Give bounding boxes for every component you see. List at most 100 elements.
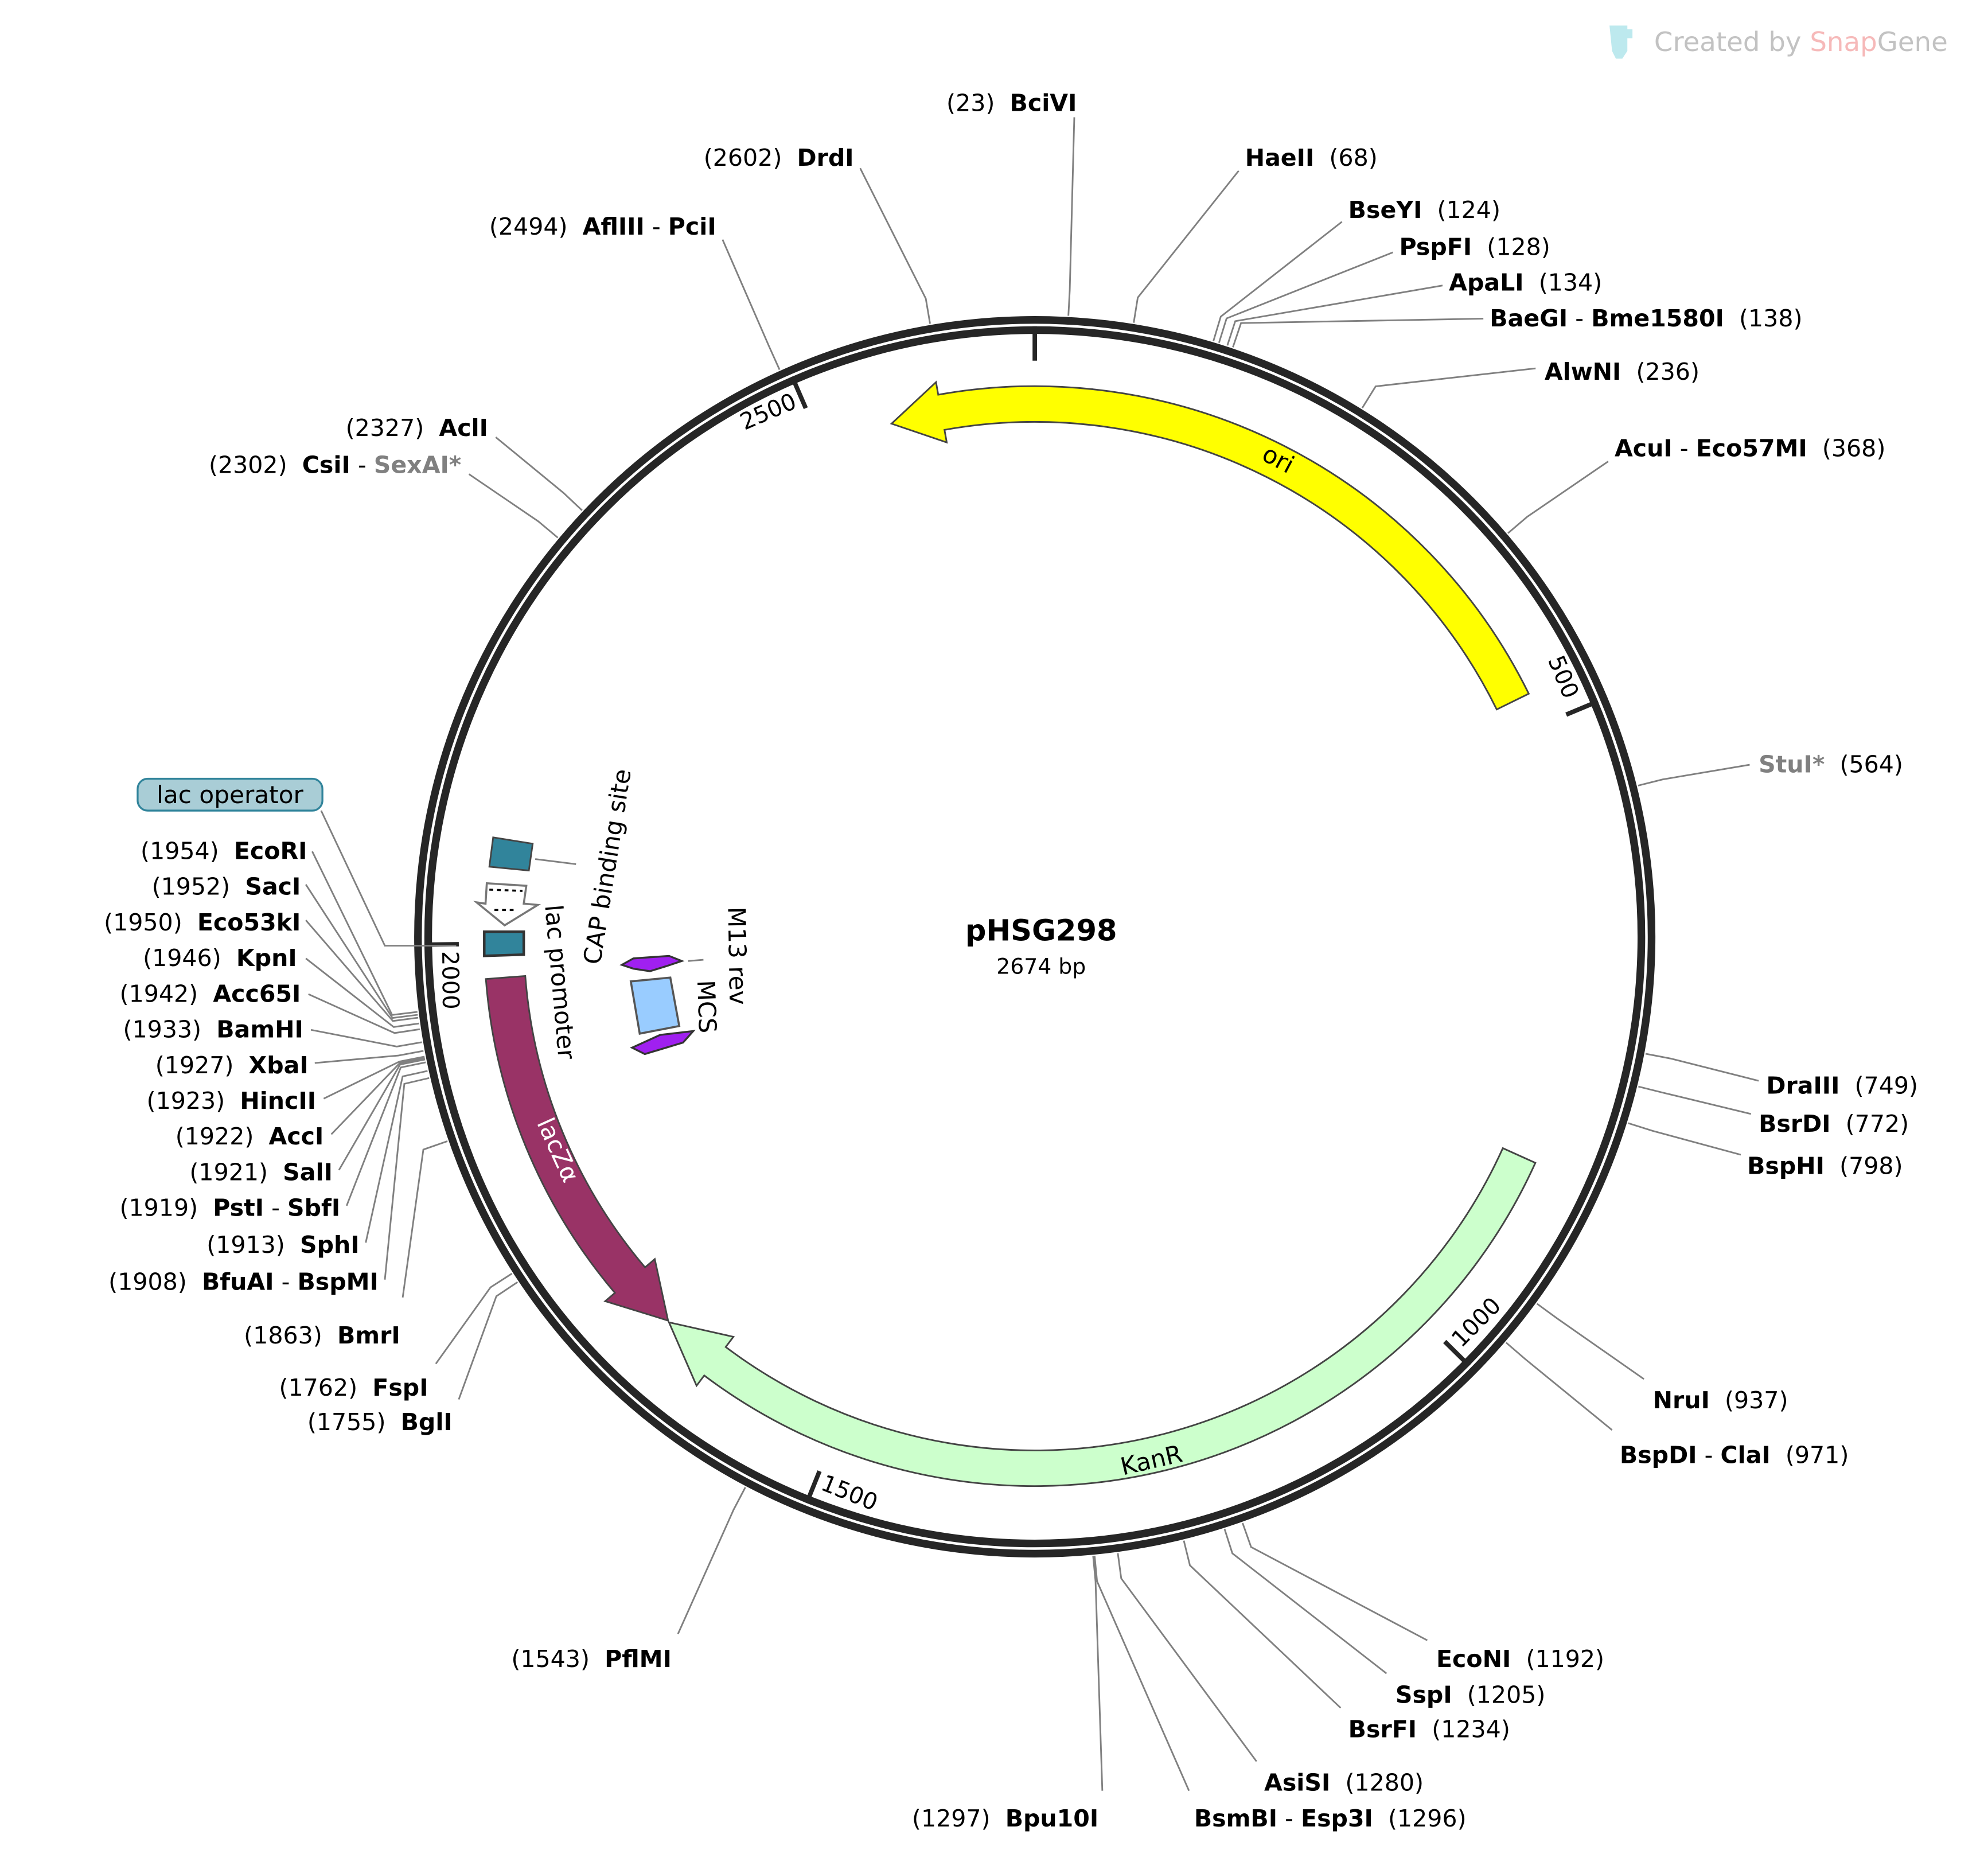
restriction-site-label[interactable]: (1933) BamHI (123, 1016, 303, 1043)
restriction-site-label[interactable]: AsiSI (1280) (1264, 1769, 1424, 1797)
name-separator: - (1673, 434, 1696, 462)
restriction-site-label[interactable]: (1950) Eco53kI (104, 909, 301, 936)
restriction-site-label[interactable]: BspDI - ClaI (971) (1620, 1442, 1849, 1469)
enzyme-name: AsiSI (1264, 1769, 1330, 1797)
restriction-site-label[interactable]: BaeGI - Bme1580I (138) (1490, 305, 1802, 332)
restriction-site-label[interactable]: BsrFI (1234) (1348, 1715, 1510, 1743)
site-leader-line (1505, 1342, 1613, 1431)
enzyme-name: BmrI (337, 1322, 400, 1349)
enzyme-name: Eco53kI (197, 909, 301, 936)
enzyme-name: AlwNI (1545, 358, 1621, 385)
site-leader-line (1232, 318, 1484, 348)
feature-cap-binding-site[interactable] (488, 836, 576, 872)
cut-position: (236) (1621, 358, 1699, 385)
restriction-site-label[interactable]: (1762) FspI (279, 1374, 428, 1401)
lac-promoter-label: lac promoter (539, 903, 580, 1061)
restriction-site-label[interactable]: StuI* (564) (1759, 750, 1903, 778)
site-leader-line (1536, 1303, 1644, 1380)
cut-position: (1952) (152, 873, 245, 901)
site-leader-line (305, 920, 419, 1022)
restriction-site-label[interactable]: BsrDI (772) (1759, 1110, 1909, 1138)
restriction-site-label[interactable]: BseYI (124) (1348, 196, 1500, 224)
restriction-site-label[interactable]: (1863) BmrI (244, 1322, 400, 1349)
cut-position: (2302) (209, 451, 302, 478)
restriction-site-label[interactable]: (2494) AflIII - PciI (489, 213, 716, 240)
restriction-site-label[interactable]: (2327) AclI (346, 414, 488, 442)
restriction-site-label[interactable]: (1954) EcoRI (141, 838, 307, 865)
enzyme-name: PflMI (605, 1645, 672, 1673)
restriction-site-label[interactable]: (2302) CsiI - SexAI* (209, 451, 461, 478)
restriction-site-label[interactable]: (1908) BfuAI - BspMI (108, 1268, 379, 1295)
cut-position: (1954) (141, 838, 234, 865)
watermark-prefix: Created by (1654, 27, 1810, 58)
name-separator: - (264, 1194, 287, 1222)
restriction-site-label[interactable]: DraIII (749) (1766, 1072, 1918, 1099)
restriction-site-label[interactable]: (23) BciVI (946, 89, 1077, 116)
m13-rev-primer-arrow[interactable] (619, 955, 685, 972)
enzyme-name: SspI (1396, 1681, 1452, 1708)
mcs-label: MCS (692, 980, 722, 1034)
enzyme-name: SalI (283, 1158, 333, 1186)
enzyme-name: BsrDI (1759, 1110, 1830, 1138)
cut-position: (1296) (1373, 1805, 1467, 1832)
cap-binding-site-box[interactable] (488, 836, 534, 872)
cut-position: (798) (1825, 1152, 1903, 1179)
enzyme-name: SbfI (287, 1194, 340, 1222)
ruler-tick (1443, 1339, 1471, 1368)
restriction-site-label[interactable]: (1952) SacI (152, 873, 301, 901)
enzyme-name: EcoRI (234, 838, 307, 865)
cut-position: (1942) (120, 980, 213, 1007)
kanr-feature-arrow[interactable] (667, 1147, 1537, 1487)
restriction-site-label[interactable]: AlwNI (236) (1545, 358, 1699, 385)
lac-operator-label-badge[interactable]: lac operator (137, 777, 457, 947)
site-leader-line (468, 473, 559, 539)
cut-position: (772) (1831, 1110, 1909, 1138)
enzyme-name: BspMI (297, 1268, 378, 1295)
cut-position: (1280) (1330, 1769, 1424, 1797)
restriction-site-label[interactable]: BsmBI - Esp3I (1296) (1194, 1805, 1467, 1832)
mcs-box[interactable] (629, 976, 681, 1035)
lac-promoter-arrow[interactable] (473, 882, 541, 927)
m13-rev-label: M13 rev (722, 906, 752, 1005)
restriction-site-label[interactable]: (1755) BglI (307, 1408, 453, 1436)
restriction-site-label[interactable]: EcoNI (1192) (1436, 1645, 1604, 1673)
restriction-site-label[interactable]: (1543) PflMI (511, 1645, 672, 1673)
site-leader-line (1361, 367, 1536, 409)
restriction-site-label[interactable]: BspHI (798) (1747, 1152, 1903, 1179)
enzyme-name: EcoNI (1436, 1645, 1511, 1673)
restriction-site-label[interactable]: AcuI - Eco57MI (368) (1615, 434, 1885, 462)
restriction-site-label[interactable]: (1927) XbaI (155, 1051, 309, 1079)
cut-position: (1762) (279, 1374, 372, 1401)
site-leader-line (1218, 251, 1393, 343)
site-leader-line (305, 884, 418, 1019)
feature-lac-promoter[interactable] (473, 882, 541, 927)
restriction-site-label[interactable]: (1946) KpnI (143, 944, 297, 972)
restriction-site-label[interactable]: (1923) HincII (147, 1087, 316, 1115)
restriction-site-label[interactable]: SspI (1205) (1396, 1681, 1546, 1708)
ori-feature-arrow[interactable] (890, 380, 1530, 711)
cut-position: (138) (1724, 305, 1803, 332)
restriction-site-label[interactable]: (1921) SalI (189, 1158, 332, 1186)
restriction-site-label[interactable]: NruI (937) (1653, 1386, 1788, 1414)
feature-shapes (485, 380, 1537, 1487)
site-leader-line (458, 1281, 519, 1400)
primer-arrow-lower[interactable] (630, 1030, 696, 1056)
restriction-site-label[interactable]: (1297) Bpu10I (912, 1805, 1098, 1832)
lac-operator-leader (320, 810, 457, 947)
restriction-site-label[interactable]: (1942) Acc65I (120, 980, 301, 1007)
restriction-site-label[interactable]: (1922) AccI (176, 1123, 324, 1150)
restriction-site-label[interactable]: (1913) SphI (206, 1231, 359, 1259)
restriction-site-label[interactable]: PspFI (128) (1400, 233, 1550, 260)
restriction-site-label[interactable]: (1919) PstI - SbfI (119, 1194, 340, 1222)
restriction-site-label[interactable]: HaeII (68) (1245, 144, 1378, 172)
backbone-outer-ring (414, 316, 1656, 1558)
cut-position: (937) (1710, 1386, 1788, 1414)
lacz-alpha-feature-arrow[interactable] (485, 975, 669, 1322)
site-leader-line (384, 1077, 430, 1280)
lac-operator-box[interactable] (483, 930, 525, 957)
restriction-site-label[interactable]: ApaLI (134) (1449, 269, 1602, 297)
feature-m13-rev[interactable] (619, 955, 704, 972)
restriction-site-labels: (23) BciVI HaeII (68) BseYI (124) PspFI (12… (104, 89, 1918, 1832)
restriction-site-label[interactable]: (2602) DrdI (704, 144, 854, 172)
